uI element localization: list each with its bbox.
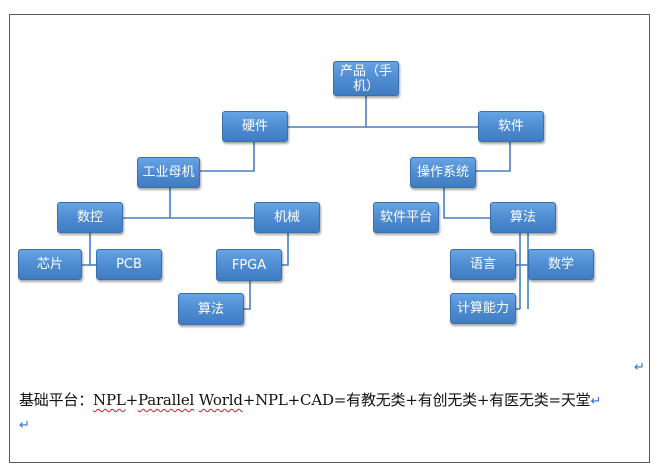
node-software: 软件 <box>478 111 544 142</box>
connector-product-hw-sw <box>288 96 367 128</box>
node-algorithm-right: 算法 <box>490 202 556 233</box>
node-chip: 芯片 <box>18 249 82 280</box>
formula-npl: NPL <box>93 391 126 409</box>
node-hardware: 硬件 <box>222 111 288 142</box>
formula-world: World <box>198 391 243 409</box>
node-fpga: FPGA <box>216 249 282 281</box>
node-industrial-mother-machine: 工业母机 <box>137 157 200 188</box>
node-mathematics: 数学 <box>528 249 594 280</box>
node-pcb: PCB <box>96 249 162 280</box>
foundation-platform-formula: 基础平台：NPL+Parallel World+NPL+CAD=有教无类+有创无… <box>19 389 601 410</box>
paragraph-mark-icon-inline: ↵ <box>590 394 602 409</box>
node-computing-power: 计算能力 <box>450 293 516 324</box>
connector-industrial-children <box>123 188 171 219</box>
formula-parallel: Parallel <box>137 391 195 409</box>
paragraph-mark-icon: ↵ <box>634 360 645 375</box>
node-product: 产品（手 机） <box>333 61 399 96</box>
connector-os-children <box>443 188 490 219</box>
connector-hardware-industrial <box>200 142 255 172</box>
node-numerical-control: 数控 <box>57 202 123 233</box>
connector-fpga-algorithm <box>244 281 251 310</box>
paragraph-mark-icon-end: ↵ <box>19 418 30 433</box>
document-frame <box>9 14 650 463</box>
connector-nc-chip <box>82 233 91 266</box>
connector-machinery-fpga <box>282 233 289 266</box>
node-algorithm-left: 算法 <box>178 293 244 325</box>
node-operating-system: 操作系统 <box>410 157 476 188</box>
formula-plus: + <box>125 391 139 409</box>
connector-software-os <box>476 142 511 172</box>
node-language: 语言 <box>450 249 516 280</box>
node-machinery: 机械 <box>254 202 320 233</box>
formula-rest: +NPL+CAD=有教无类+有创无类+有医无类=天堂 <box>242 391 591 409</box>
node-software-platform: 软件平台 <box>373 202 439 233</box>
formula-prefix: 基础平台： <box>19 391 94 409</box>
